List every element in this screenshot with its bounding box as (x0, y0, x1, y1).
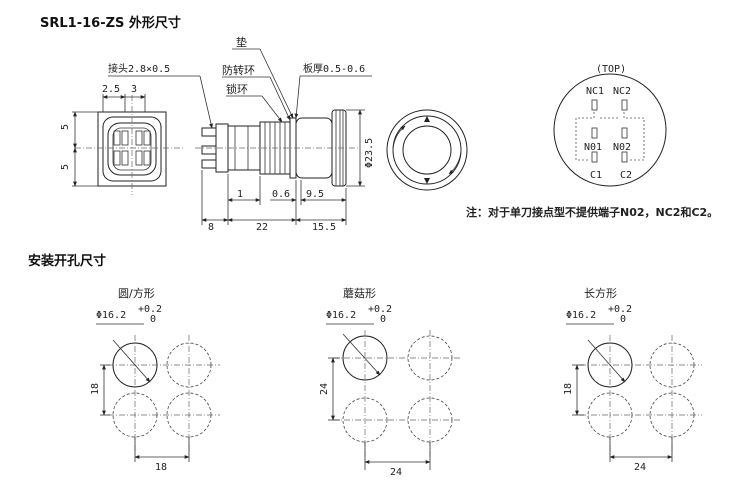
top-label: (TOP) (596, 64, 626, 75)
dim-8: 8 (208, 222, 214, 233)
note-text: 注：对于单刀接点型不提供端子N02，NC2和C2。 (466, 205, 718, 219)
cutout-3-v-dim: 18 (563, 383, 574, 395)
cutout-2-tol-plus: +0.2 (368, 304, 392, 315)
dim-22: 22 (256, 222, 268, 233)
side-view (195, 48, 372, 225)
cutout-3-tol-plus: +0.2 (608, 304, 632, 315)
dim-5-top: 5 (60, 124, 71, 130)
dim-phi-23-5: Φ23.5 (364, 138, 375, 168)
lock-ring-label: 锁环 (226, 82, 248, 96)
plate-thickness-label: 板厚0.5-0.6 (303, 62, 365, 75)
cutout-rectangle (566, 323, 702, 462)
cutout-3-phi: Φ16.2 (566, 310, 596, 321)
terminal-nc1: NC1 (586, 86, 604, 97)
dim-3: 3 (131, 84, 137, 95)
page-title: SRL1-16-ZS 外形尺寸 (40, 16, 181, 31)
cutout-1-v-dim: 18 (90, 383, 101, 395)
cutout-1-h-dim: 18 (155, 462, 167, 473)
dim-2-5: 2.5 (102, 84, 120, 95)
terminal-c1: C1 (590, 170, 602, 181)
cutout-3-h-dim: 24 (634, 462, 646, 473)
washer-label: 垫 (236, 35, 247, 49)
dim-0-6: 0.6 (272, 189, 290, 200)
cutout-round-square (96, 323, 220, 462)
cutout-2-title: 蘑菇形 (343, 286, 376, 300)
cutout-3-tol-zero: 0 (620, 314, 626, 325)
terminal-n02: N02 (613, 142, 631, 153)
terminal-n01: N01 (584, 142, 602, 153)
cutout-3-title: 长方形 (584, 286, 617, 300)
terminal-c2: C2 (620, 170, 632, 181)
cutout-2-h-dim: 24 (390, 467, 402, 478)
cutout-2-v-dim: 24 (319, 383, 330, 395)
dim-15-5: 15.5 (312, 222, 336, 233)
dim-5-bottom: 5 (60, 164, 71, 170)
cutout-1-tol-zero: 0 (150, 314, 156, 325)
cutout-1-tol-plus: +0.2 (138, 304, 162, 315)
dim-1: 1 (237, 189, 243, 200)
round-front-view (386, 109, 468, 191)
connector-label: 接头2.8×0.5 (108, 62, 170, 75)
front-view (72, 94, 185, 195)
dim-9-5: 9.5 (306, 189, 324, 200)
install-title: 安装开孔尺寸 (28, 254, 107, 269)
top-terminal-view (553, 73, 667, 187)
cutout-2-phi: Φ16.2 (326, 310, 356, 321)
cutout-1-phi: Φ16.2 (96, 310, 126, 321)
cutout-mushroom (326, 323, 462, 470)
cutout-2-tol-zero: 0 (380, 314, 386, 325)
anti-rotation-ring-label: 防转环 (222, 63, 255, 77)
terminal-nc2: NC2 (613, 86, 631, 97)
cutout-1-title: 圆/方形 (118, 286, 155, 300)
